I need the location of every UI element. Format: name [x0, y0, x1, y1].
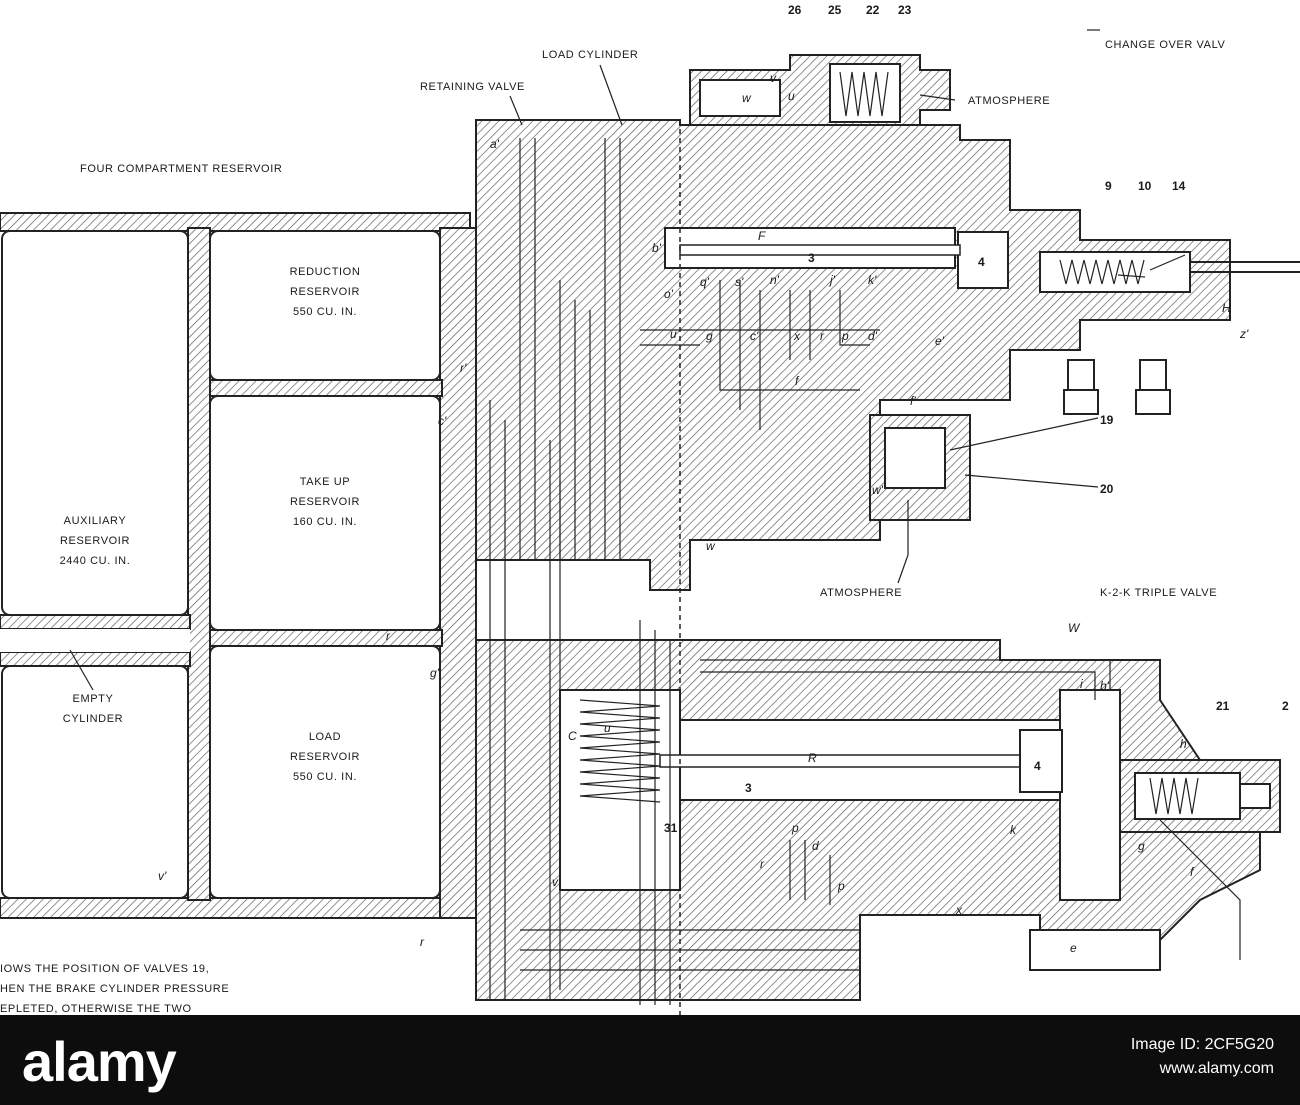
- chamber-R: R: [808, 751, 817, 765]
- part-14: 14: [1172, 179, 1186, 193]
- port-a1: a': [490, 137, 500, 151]
- site-url[interactable]: www.alamy.com: [1159, 1060, 1274, 1077]
- label-four-compartment: FOUR COMPARTMENT RESERVOIR: [80, 163, 282, 175]
- image-id: Image ID: 2CF5G20: [1130, 1036, 1274, 1053]
- note-line-2: HEN THE BRAKE CYLINDER PRESSURE: [0, 983, 229, 995]
- part-9: 9: [1105, 179, 1112, 193]
- k2k-triple-valve-body: [475, 400, 1281, 1005]
- port-r-upper: r: [820, 329, 825, 343]
- part-25: 25: [828, 3, 842, 17]
- port-x-lower: x: [955, 903, 963, 917]
- port-u-upper: u: [670, 327, 677, 341]
- label-k2k-triple-valve: K-2-K TRIPLE VALVE: [1100, 587, 1217, 599]
- port-o1: o': [664, 287, 674, 301]
- port-n1: n': [770, 273, 780, 287]
- part-10: 10: [1138, 179, 1152, 193]
- port-c2-res: c': [438, 414, 447, 428]
- port-k-lower: k: [1010, 823, 1017, 837]
- port-u-top: u: [788, 89, 795, 103]
- part-4-lower: 4: [1034, 759, 1041, 773]
- port-r-res: r: [386, 629, 391, 643]
- label-empty-2: CYLINDER: [63, 713, 123, 725]
- chamber-F: F: [758, 229, 766, 243]
- part-26: 26: [788, 3, 802, 17]
- part-19: 19: [1100, 413, 1114, 427]
- port-c1-upper: c': [750, 329, 759, 343]
- port-v1-res: v': [158, 869, 167, 883]
- label-reduction-2: RESERVOIR: [290, 286, 360, 298]
- port-q1: q': [700, 275, 710, 289]
- label-reduction-3: 550 CU. IN.: [293, 306, 357, 318]
- label-atmosphere-top: ATMOSPHERE: [968, 95, 1050, 107]
- port-r-lower: r: [760, 857, 765, 871]
- label-aux-2: RESERVOIR: [60, 535, 130, 547]
- port-p-upper: p: [841, 329, 849, 343]
- port-j1: j': [828, 273, 836, 287]
- port-d-lower: d: [812, 839, 819, 853]
- label-takeup-3: 160 CU. IN.: [293, 516, 357, 528]
- port-h: h: [1180, 737, 1187, 751]
- port-r1-res: r': [460, 361, 467, 375]
- label-aux-3: 2440 CU. IN.: [60, 555, 131, 567]
- port-z1: z': [1239, 327, 1249, 341]
- part-21: 21: [1216, 699, 1230, 713]
- image-meta: Image ID: 2CF5G20 www.alamy.com: [1131, 1033, 1274, 1081]
- port-e-lower: e: [1070, 941, 1077, 955]
- change-over-valve-body: [475, 54, 1300, 591]
- label-load-res-2: RESERVOIR: [290, 751, 360, 763]
- note-line-3: EPLETED, OTHERWISE THE TWO: [0, 1003, 192, 1015]
- port-H: H: [1222, 301, 1231, 315]
- part-22: 22: [866, 3, 880, 17]
- port-i: i: [1080, 677, 1083, 691]
- part-23: 23: [898, 3, 912, 17]
- port-v-top: v: [770, 71, 777, 85]
- note-line-1: IOWS THE POSITION OF VALVES 19,: [0, 963, 209, 975]
- port-g-upper: g: [706, 329, 713, 343]
- label-aux-1: AUXILIARY: [64, 515, 127, 527]
- label-change-over-valve: CHANGE OVER VALV: [1105, 39, 1226, 51]
- port-k1: k': [868, 273, 877, 287]
- port-w2-upper: w': [872, 483, 884, 497]
- label-retaining-valve: RETAINING VALVE: [420, 81, 525, 93]
- port-g-lower: g: [1138, 839, 1145, 853]
- label-load-res-1: LOAD: [309, 731, 341, 743]
- brake-valve-diagram: LOAD CYLINDER CHANGE OVER VALV RETAINING…: [0, 3, 1300, 1015]
- part-2: 2: [1282, 699, 1289, 713]
- label-takeup-2: RESERVOIR: [290, 496, 360, 508]
- label-load-res-3: 550 CU. IN.: [293, 771, 357, 783]
- alamy-logo[interactable]: alamy: [22, 1030, 177, 1093]
- port-g1-res: g': [430, 666, 440, 680]
- port-b2-lower: b': [1100, 679, 1110, 693]
- part-4-upper: 4: [978, 255, 985, 269]
- port-w-upper: w: [706, 539, 716, 553]
- port-f-upper: f: [795, 374, 800, 388]
- port-r-bottom: r: [420, 935, 425, 949]
- port-w-top: w: [742, 91, 752, 105]
- port-f2-upper: f': [910, 394, 916, 408]
- leader-lines: [69, 29, 1186, 691]
- port-e1: e': [935, 334, 945, 348]
- port-x-upper: x: [793, 329, 801, 343]
- port-b1: b': [652, 241, 662, 255]
- chamber-C: C: [568, 729, 577, 743]
- stock-banner: alamy Image ID: 2CF5G20 www.alamy.com: [0, 1015, 1300, 1105]
- port-v-lower: v: [552, 875, 559, 889]
- port-s1: s': [735, 275, 744, 289]
- label-atmosphere-mid: ATMOSPHERE: [820, 587, 902, 599]
- port-W-lower: W: [1068, 621, 1081, 635]
- port-f-lower: f: [1190, 865, 1195, 879]
- port-p-lower-top: p: [791, 821, 799, 835]
- port-u-lower: u: [604, 721, 611, 735]
- four-compartment-reservoir: [0, 212, 477, 919]
- part-20: 20: [1100, 482, 1114, 496]
- part-3-lower: 3: [745, 781, 752, 795]
- part-31: 31: [664, 821, 678, 835]
- port-p-lower: p: [837, 879, 845, 893]
- label-empty-1: EMPTY: [73, 693, 114, 705]
- label-reduction-1: REDUCTION: [290, 266, 361, 278]
- port-d1: d': [868, 329, 878, 343]
- part-3-upper: 3: [808, 251, 815, 265]
- label-load-cylinder: LOAD CYLINDER: [542, 49, 638, 61]
- label-takeup-1: TAKE UP: [300, 476, 350, 488]
